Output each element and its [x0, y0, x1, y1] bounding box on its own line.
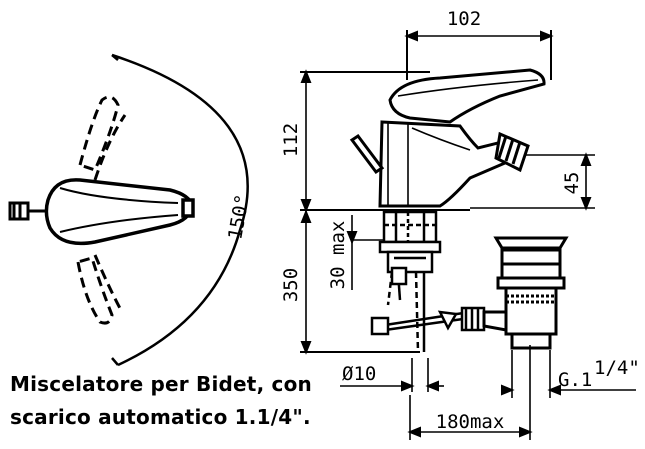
dim-width-102: 102: [447, 8, 481, 30]
flexible-hoses: [386, 266, 426, 353]
dim-thread-g1: G.1: [558, 369, 592, 391]
dim-reach-180max: 180max: [436, 411, 505, 433]
dim-length-350: 350: [280, 268, 302, 302]
lever-lower-dashed: [76, 254, 124, 325]
caption-line-2: scarico automatico 1.1/4".: [10, 405, 311, 429]
rotation-angle-label: 150°: [224, 193, 254, 242]
dim-thread-fraction: 1/4": [594, 357, 640, 379]
dim-spout-45: 45: [561, 172, 583, 195]
side-view: [300, 30, 636, 440]
lever-upper-dashed: [78, 95, 127, 181]
top-view: [8, 53, 249, 367]
mixer-body-side: [378, 120, 514, 208]
dim-diameter-10: Ø10: [342, 363, 376, 385]
popup-rod: [349, 133, 385, 175]
dim-height-112: 112: [280, 123, 302, 157]
lever-side: [388, 68, 546, 124]
spray-nozzle-top: [8, 201, 48, 221]
dim-thickness-30max: 30 max: [327, 221, 349, 290]
lever-body-top: [44, 178, 195, 246]
pull-rod-linkage: [370, 306, 486, 336]
caption-line-1: Miscelatore per Bidet, con: [10, 372, 312, 396]
swivel-spray-head: [494, 131, 530, 173]
waste-plug: [482, 236, 569, 350]
rotation-arc: [111, 53, 249, 367]
fixing-assembly: [378, 210, 442, 274]
